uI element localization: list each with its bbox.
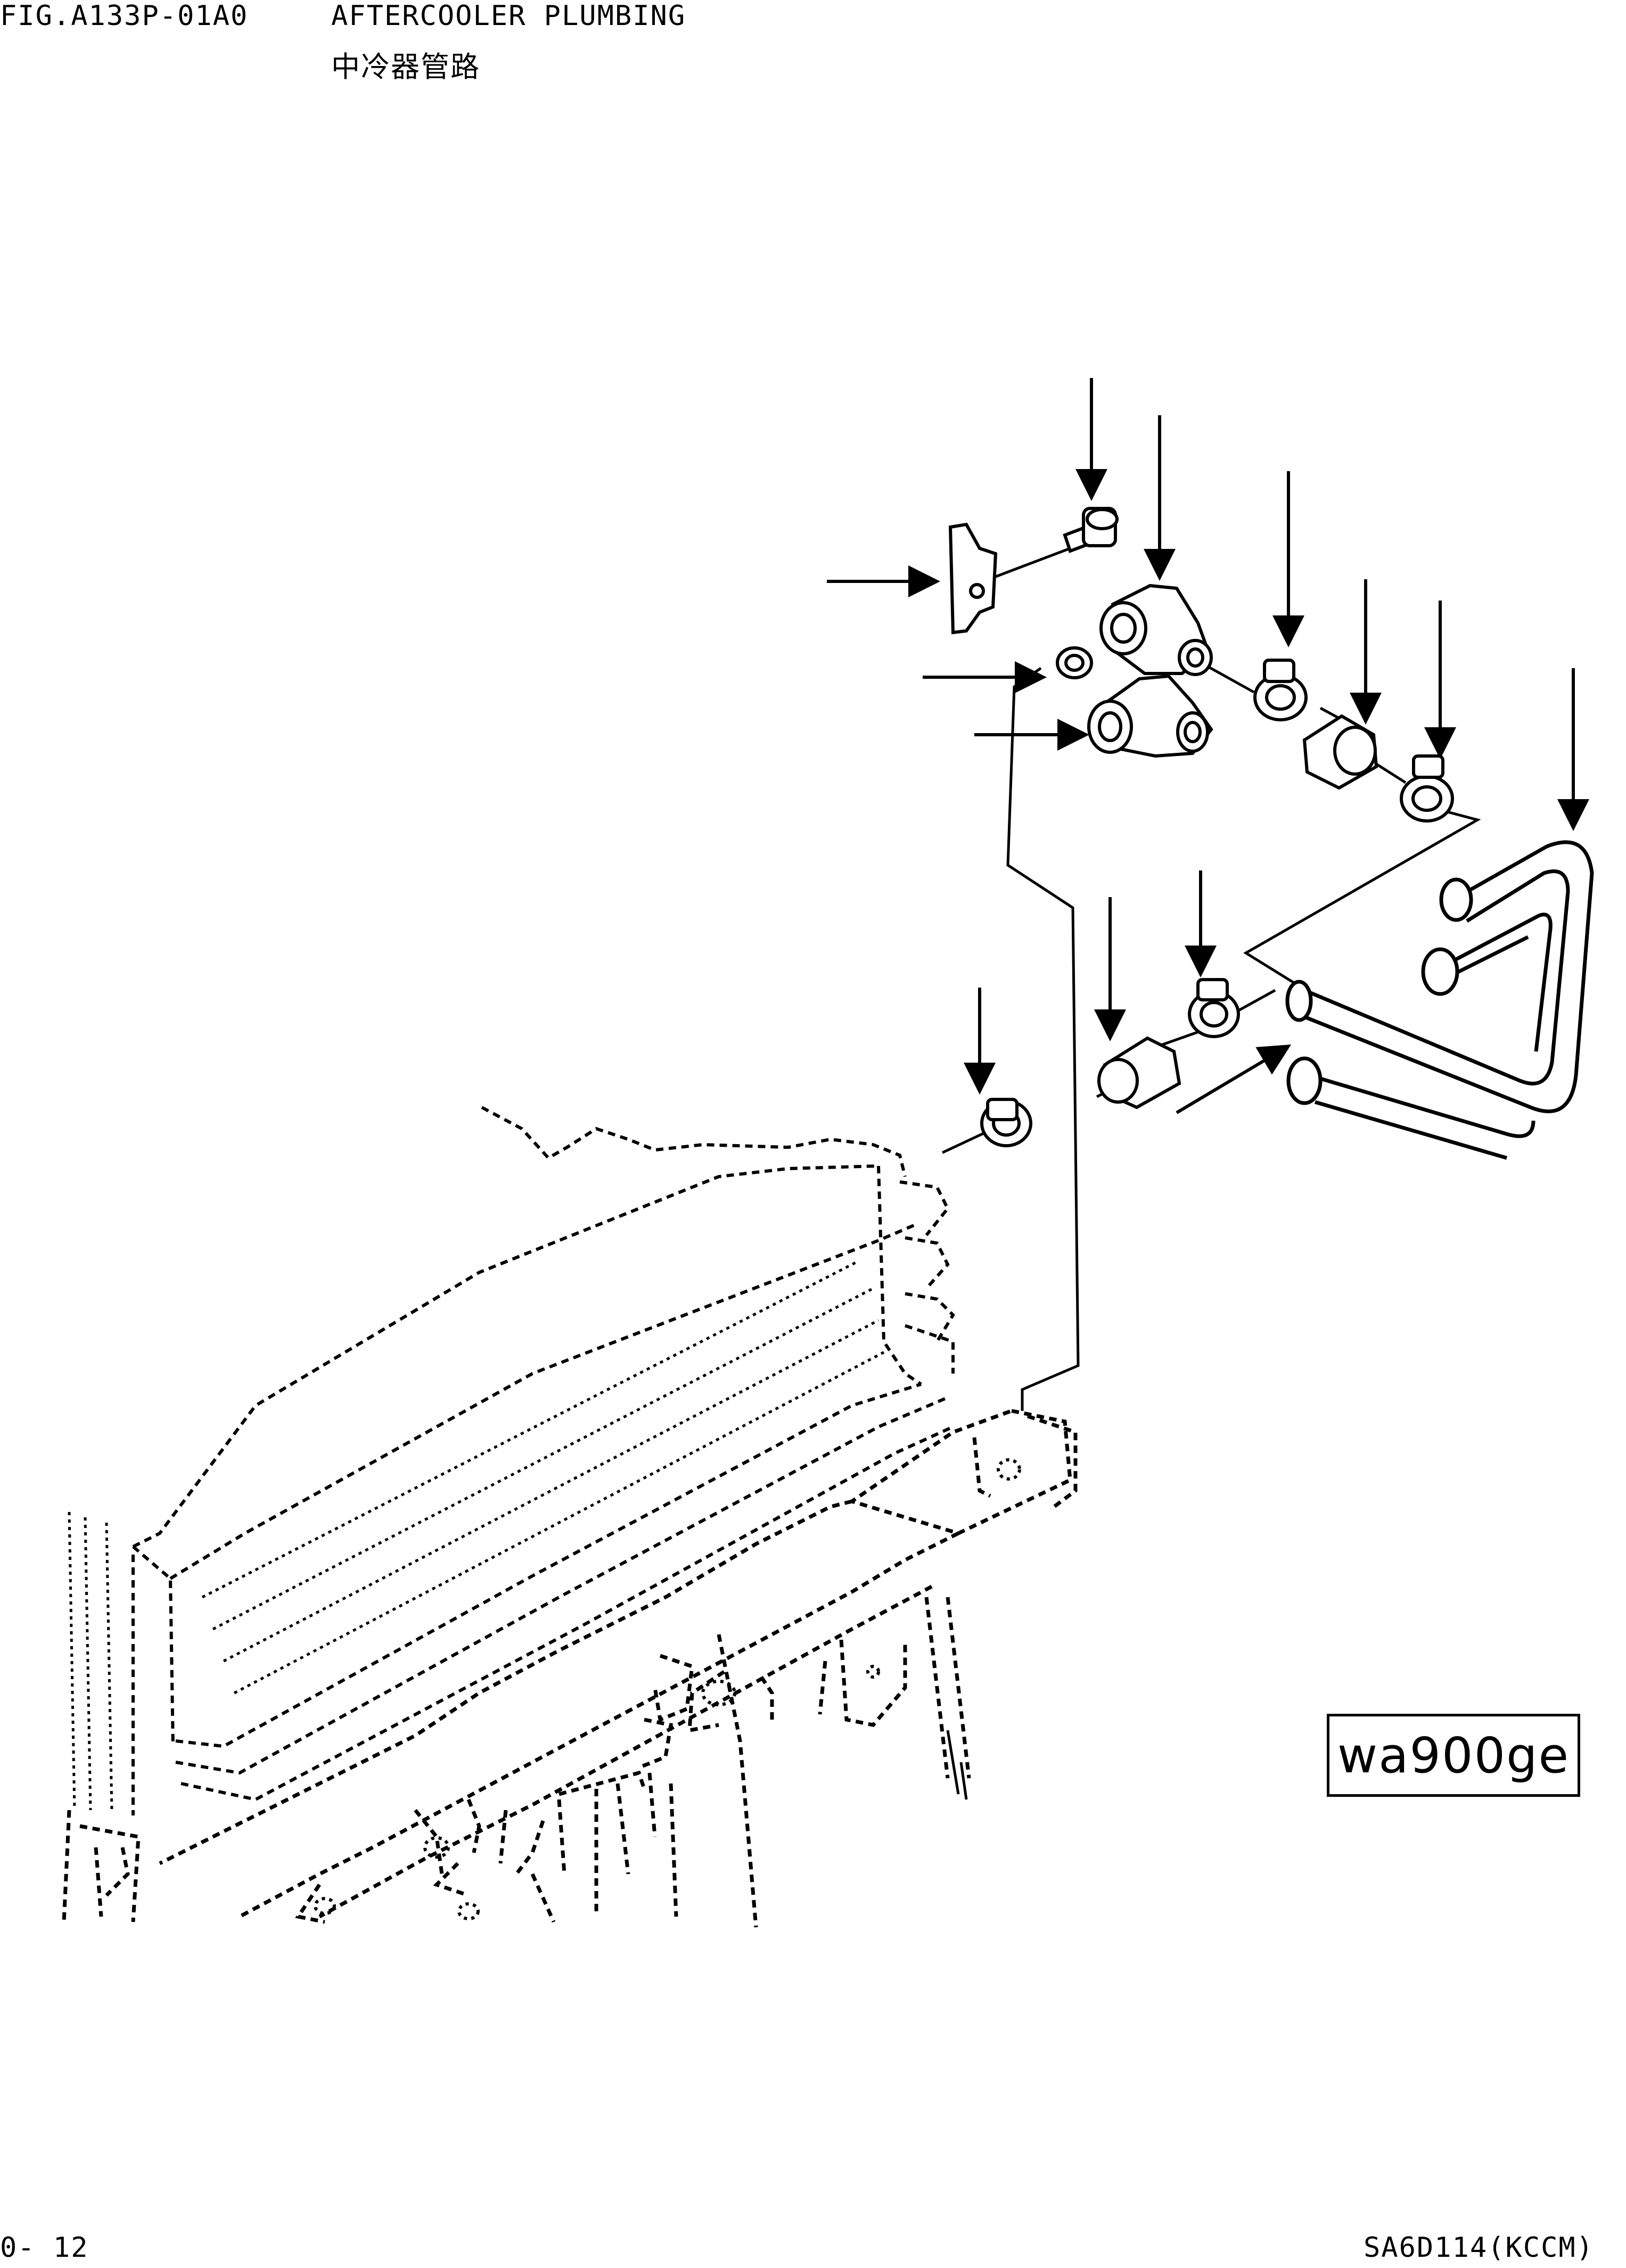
misc-strokes bbox=[946, 1730, 968, 1800]
aftercooler-phantom bbox=[132, 1106, 955, 1815]
elbow-upper-part bbox=[1099, 584, 1213, 676]
bracket-part bbox=[948, 522, 998, 635]
frame-detail-phantom bbox=[314, 1458, 1021, 1920]
bolt-part bbox=[1063, 507, 1119, 553]
model-code: SA6D114(KCCM) bbox=[1364, 2232, 1594, 2264]
frame-phantom bbox=[62, 1409, 1078, 1928]
hose-lower-part bbox=[1097, 1036, 1181, 1110]
callout-arrow-tube-lower-end bbox=[1176, 1044, 1292, 1114]
clamp-lower-2-part bbox=[980, 1098, 1032, 1147]
figure-title: AFTERCOOLER PLUMBING bbox=[331, 0, 686, 32]
clamp-upper-2-part bbox=[1400, 754, 1454, 823]
tube-assembly-part bbox=[1285, 840, 1594, 1160]
gasket-part bbox=[1056, 646, 1093, 679]
callout-arrows bbox=[827, 378, 1589, 1114]
hose-upper-part bbox=[1302, 714, 1378, 790]
clamp-lower-part bbox=[1188, 978, 1240, 1038]
drawing-reference-stamp: wa900ge bbox=[1327, 1714, 1580, 1797]
clamp-upper-part bbox=[1253, 659, 1308, 721]
figure-code: FIG.A133P-01A0 bbox=[0, 0, 249, 32]
elbow-lower-part bbox=[1087, 674, 1213, 758]
page-number: 0- 12 bbox=[0, 2232, 89, 2264]
figure-title-chinese: 中冷器管路 bbox=[331, 50, 480, 84]
aftercooler-fins-phantom bbox=[68, 1260, 885, 1811]
